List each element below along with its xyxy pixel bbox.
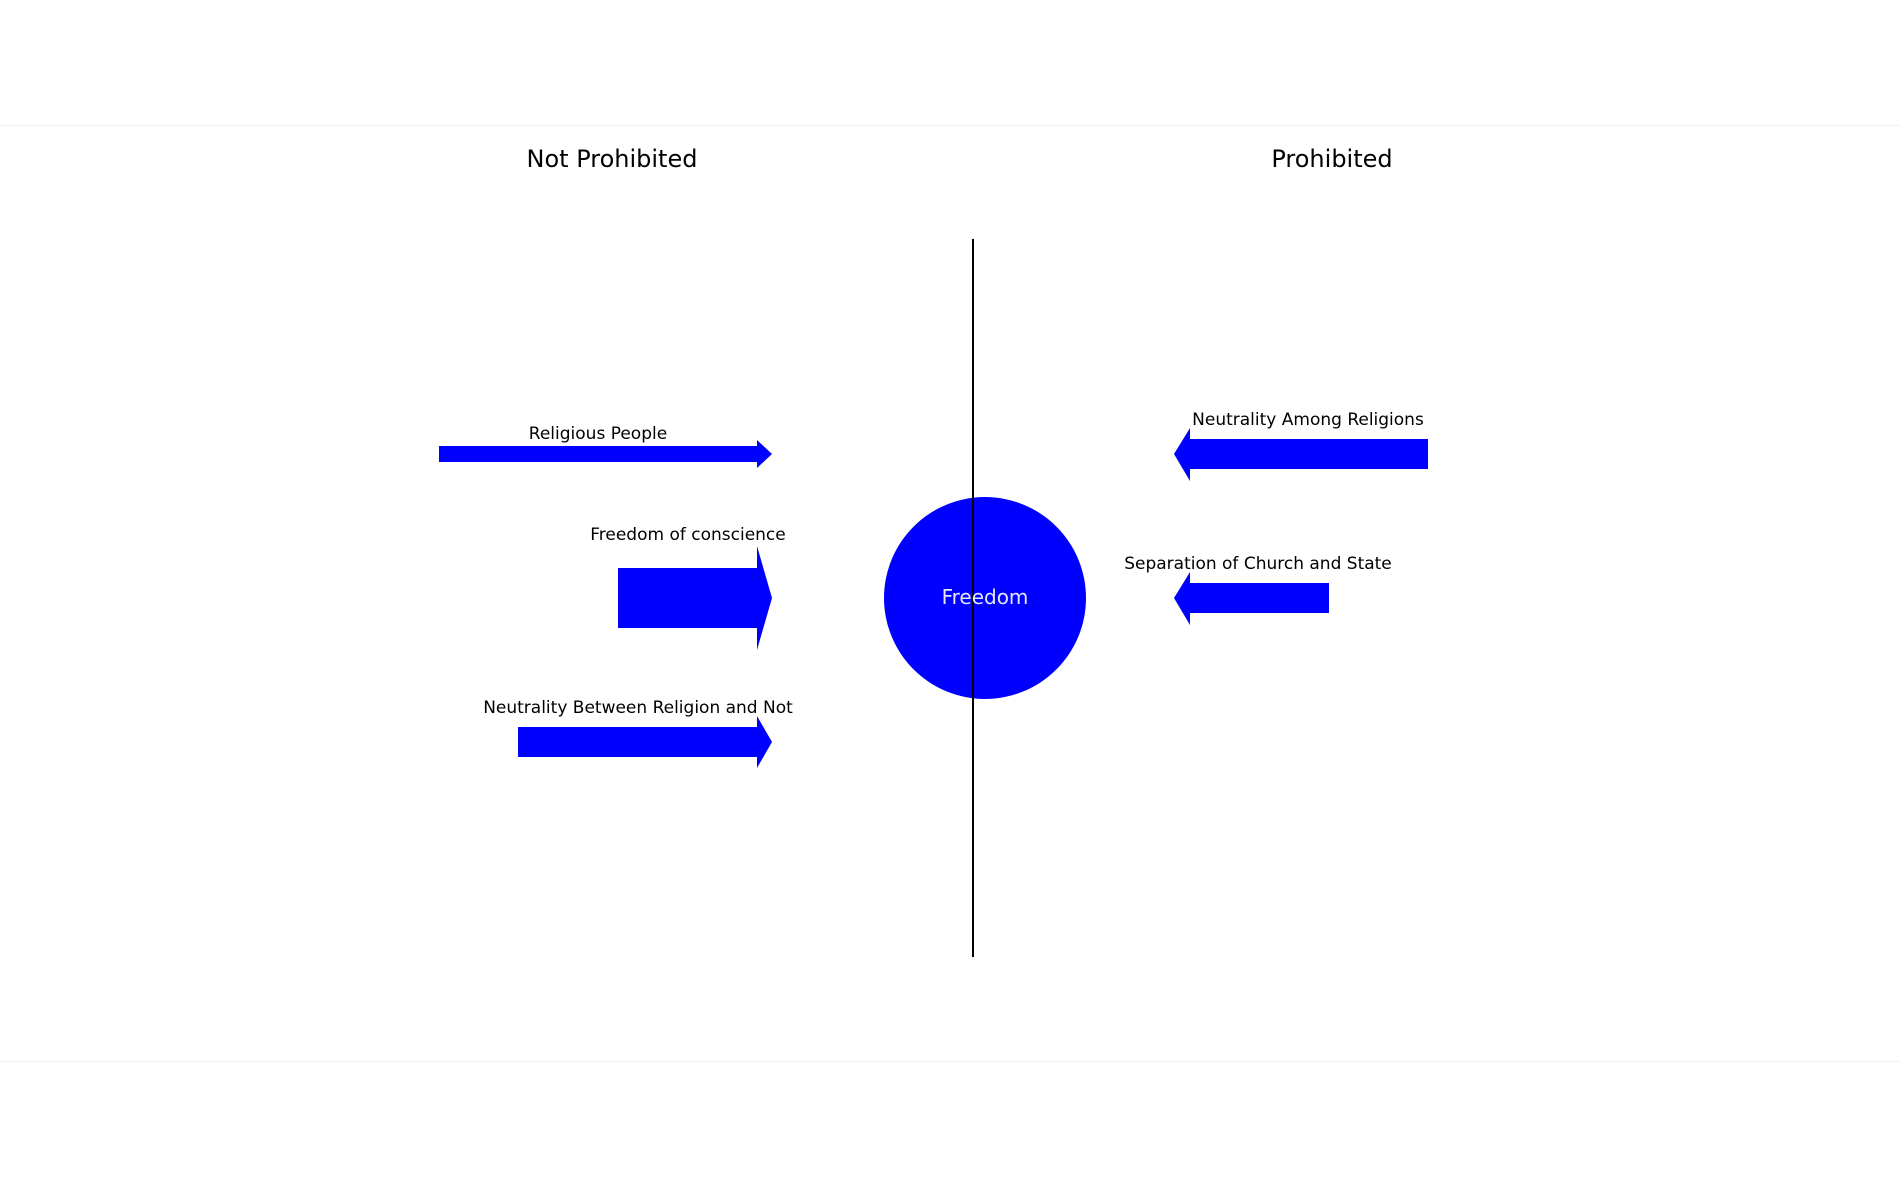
freedom-circle [884,497,1086,699]
heading-prohibited: Prohibited [1271,145,1392,173]
neutrality-between-religion-and-not-arrow [518,716,772,768]
religious-people-arrow [439,440,772,468]
separation-of-church-and-state-arrow [1174,572,1329,625]
freedom-of-conscience-label: Freedom of conscience [590,525,786,545]
top-divider [0,125,1900,126]
separation-of-church-and-state-label: Separation of Church and State [1124,554,1392,574]
heading-not-prohibited: Not Prohibited [527,145,698,173]
neutrality-among-religions-arrow [1174,428,1428,481]
neutrality-among-religions-label: Neutrality Among Religions [1192,410,1424,430]
neutrality-between-religion-and-not-label: Neutrality Between Religion and Not [483,698,793,718]
bottom-divider [0,1061,1900,1062]
freedom-of-conscience-arrow [618,546,772,650]
freedom-label: Freedom [942,585,1029,609]
religious-people-label: Religious People [529,424,667,444]
